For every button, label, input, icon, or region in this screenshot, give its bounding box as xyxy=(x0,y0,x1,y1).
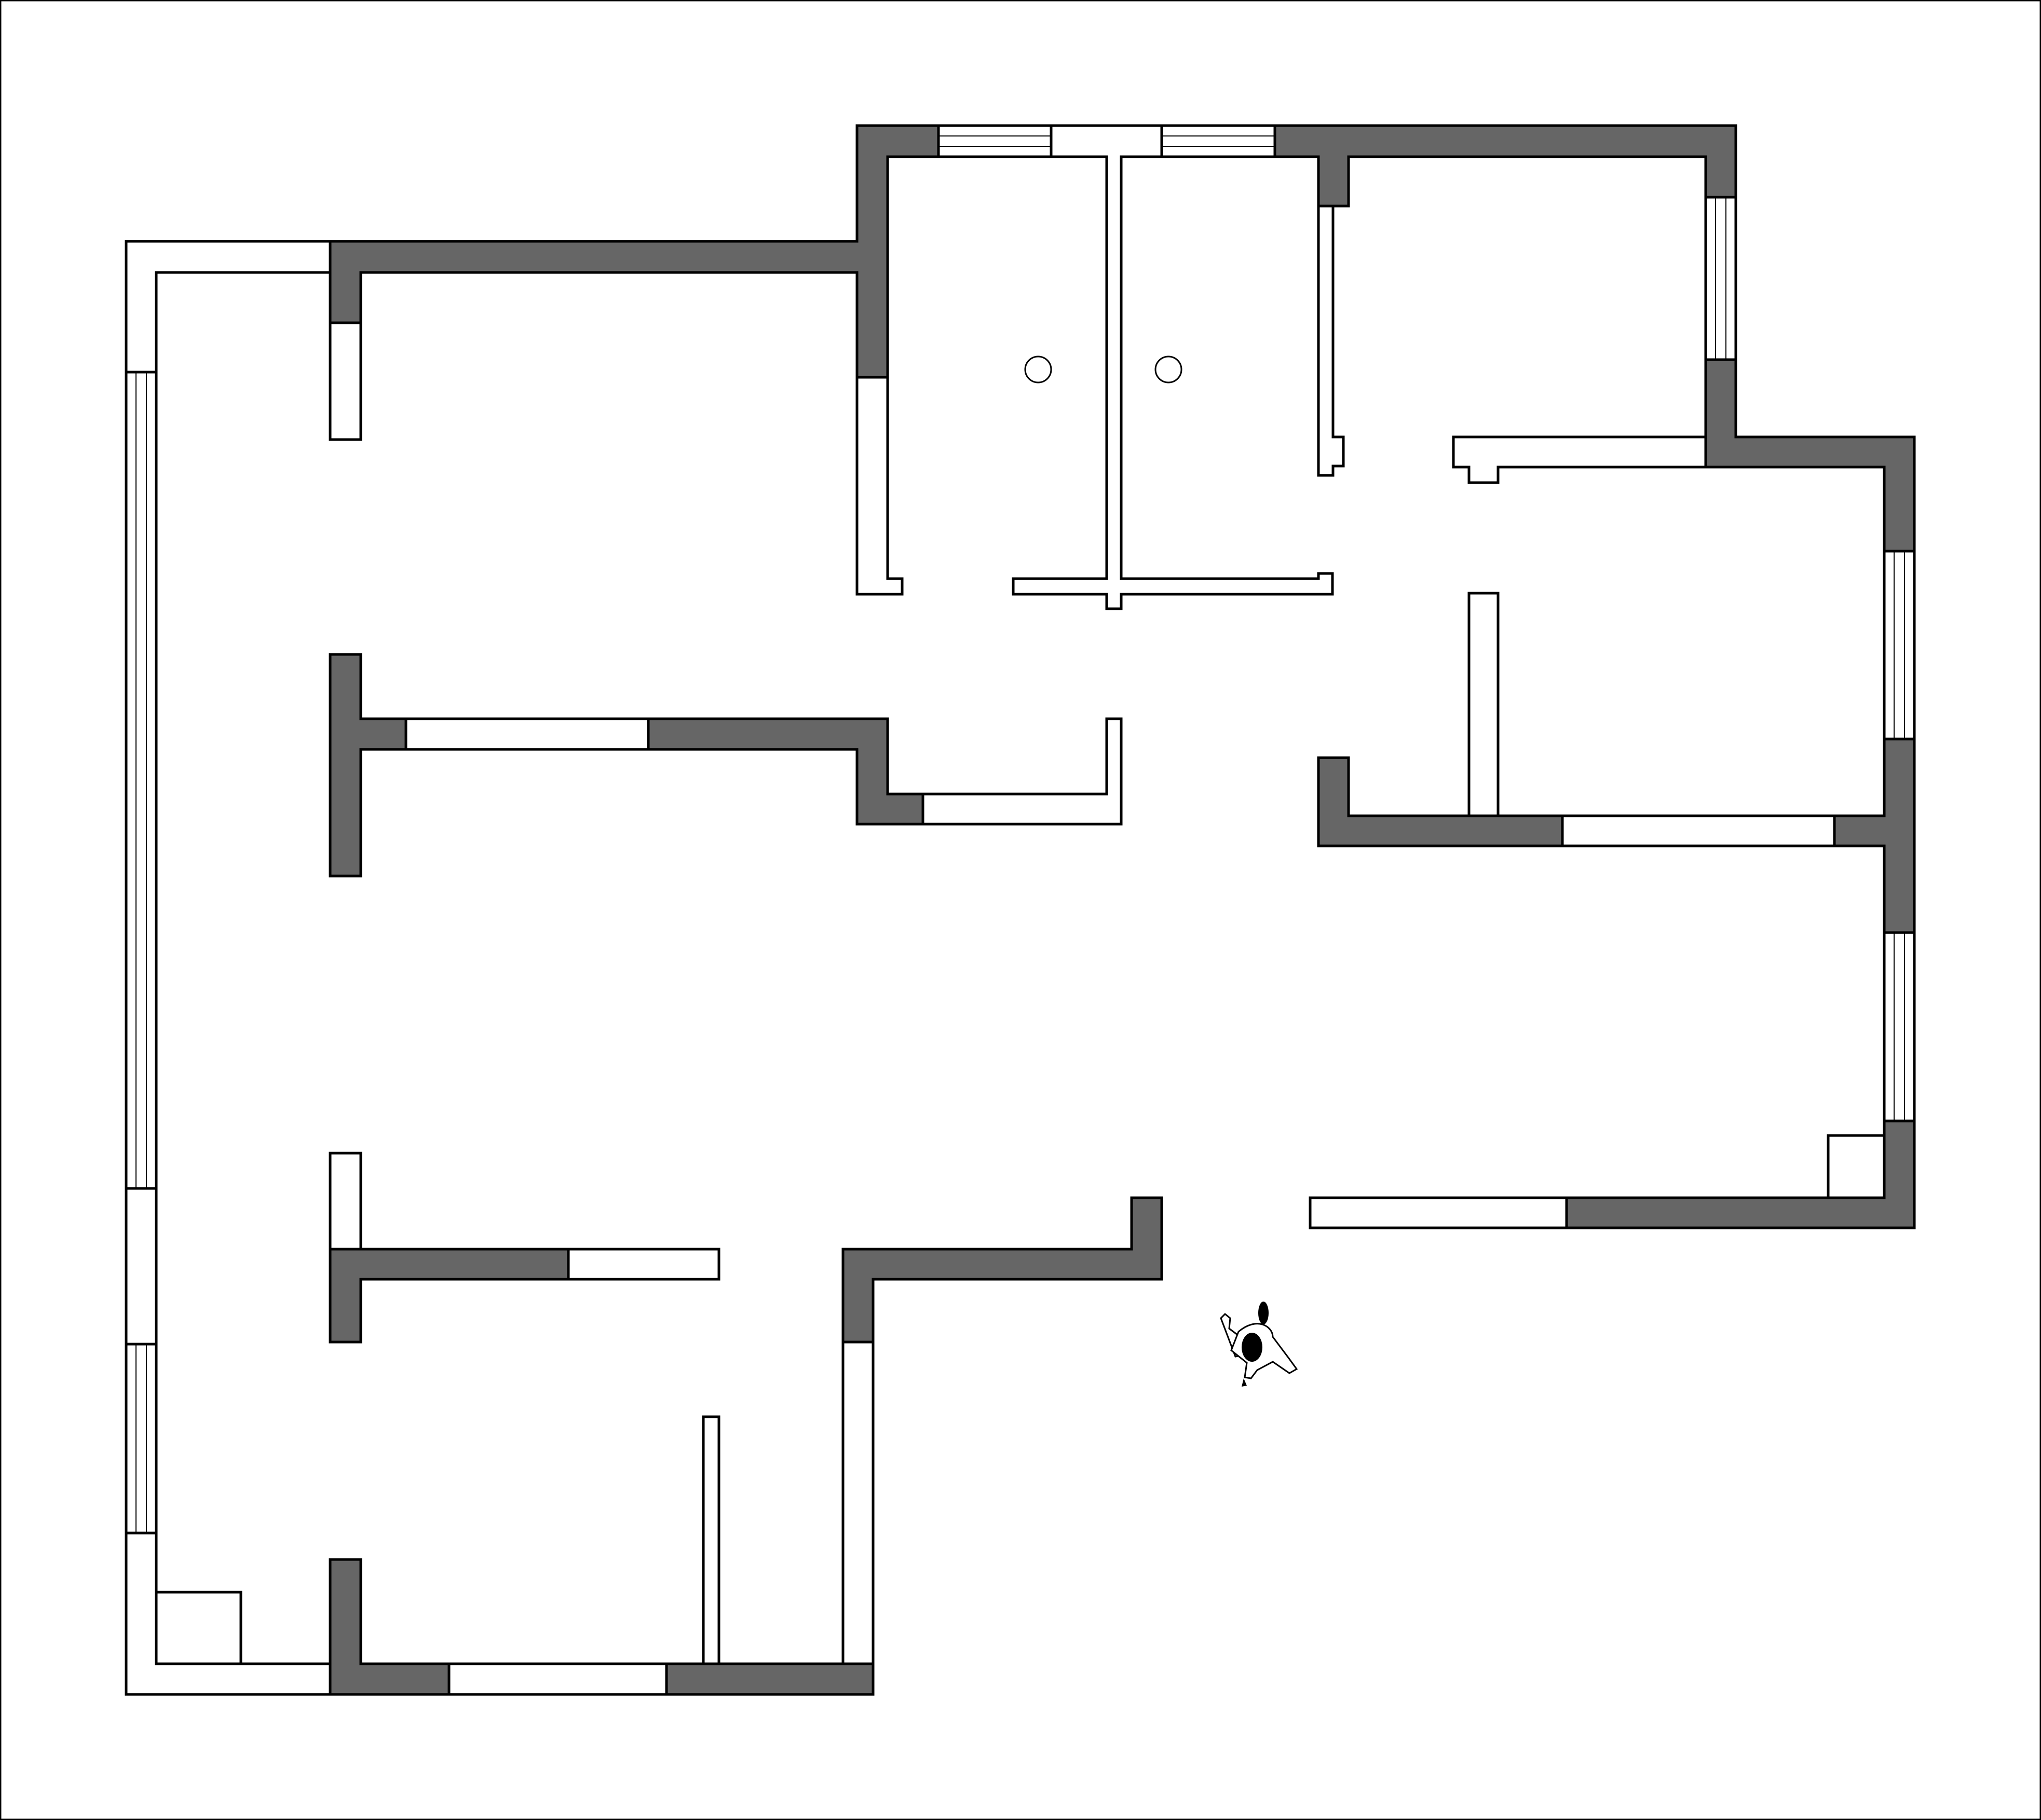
partition-wall-middle-center-return xyxy=(921,717,1123,826)
bearing-wall-top-right xyxy=(1273,124,1737,208)
partition-wall-middle-right-span xyxy=(1561,814,1836,847)
window-left-lower xyxy=(125,1343,158,1535)
partition-wall-thin-vertical xyxy=(702,1415,720,1665)
partition-walls xyxy=(125,124,1886,1696)
partition-wall-cabinet-right xyxy=(1827,1134,1886,1199)
partition-wall-left-pier xyxy=(125,1187,158,1346)
partition-wall-stub-top-left xyxy=(329,321,362,441)
round-fixture-icon xyxy=(1154,355,1182,384)
partition-wall-cabinet-left xyxy=(155,1591,242,1665)
windows xyxy=(125,124,1916,1535)
round-fixture-icon xyxy=(1024,355,1052,384)
partition-wall-bottom-right-span xyxy=(1309,1196,1568,1229)
partition-wall-middle-left-span xyxy=(404,717,650,751)
window-left-upper xyxy=(125,371,158,1190)
partition-wall-lower-center-stub xyxy=(841,1340,875,1665)
window-right-upper xyxy=(1883,550,1916,741)
partition-wall-closet-left xyxy=(855,376,904,596)
partition-wall-lower-left-span xyxy=(567,1248,720,1281)
window-right-top xyxy=(1704,196,1737,361)
bearing-wall-bottom-center xyxy=(665,1662,875,1696)
window-right-lower xyxy=(1883,931,1916,1123)
partition-wall-center-spine xyxy=(1012,124,1334,610)
bearing-wall-right-middle xyxy=(1833,737,1916,934)
partition-wall-counter-right xyxy=(1452,435,1707,484)
person-walking-icon xyxy=(1220,1302,1298,1387)
partition-wall-bottom-span xyxy=(447,1662,668,1696)
partition-wall-vertical-right xyxy=(1467,592,1500,817)
fixtures xyxy=(1024,355,1182,384)
window-top-right xyxy=(1160,124,1276,158)
partition-wall-lower-left-stub xyxy=(329,1152,362,1251)
partition-wall-closet-right xyxy=(1317,204,1345,477)
window-top-left xyxy=(937,124,1053,158)
